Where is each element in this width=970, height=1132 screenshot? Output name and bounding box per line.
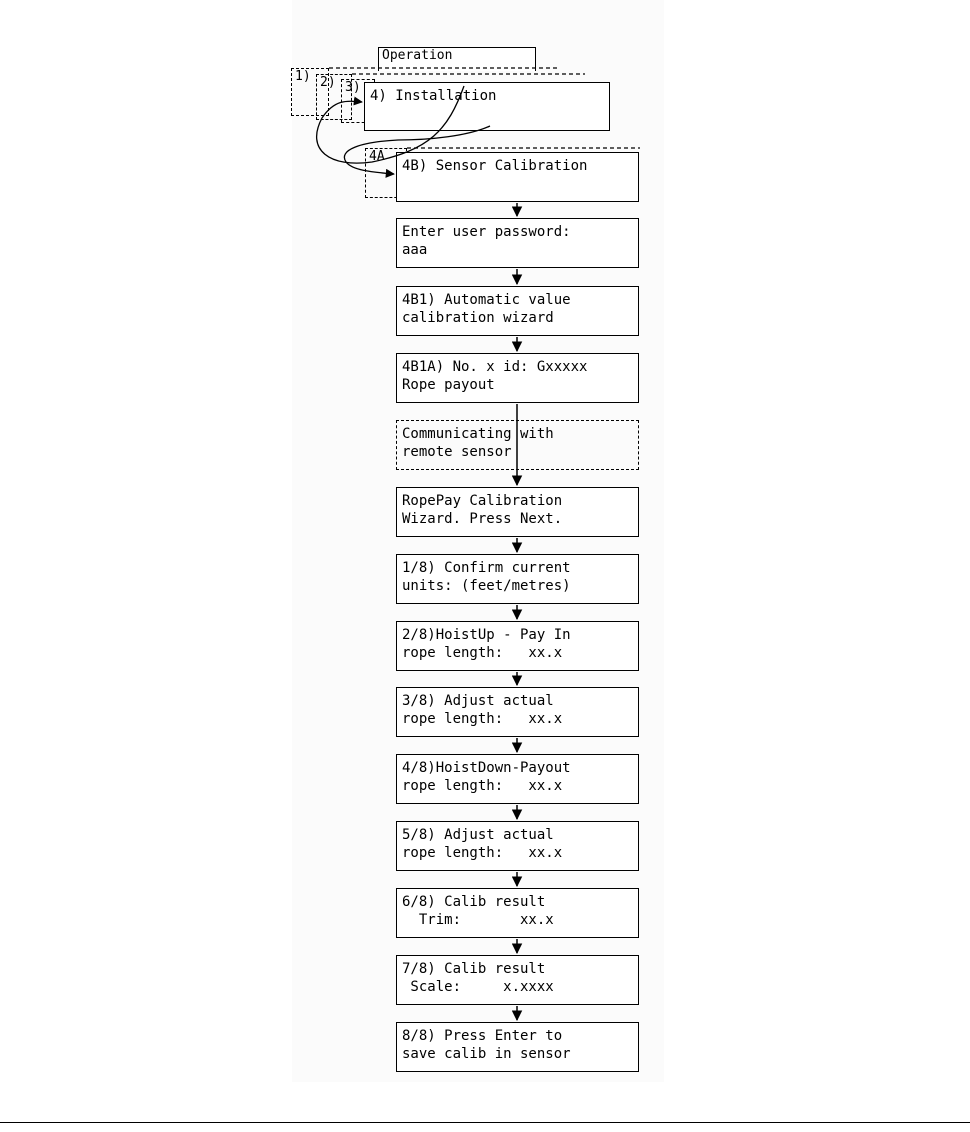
step-4b1a-line1: 4B1A) No. x id: Gxxxxx [402, 359, 588, 375]
step-password-line1: Enter user password: [402, 224, 571, 240]
step-8-of-8-line2: save calib in sensor [402, 1046, 571, 1062]
step-7-of-8-line1: 7/8) Calib result [402, 961, 546, 977]
step-4-of-8-line2: rope length: xx.x [402, 778, 563, 794]
step-password-line2: aaa [402, 242, 428, 258]
step-6-of-8-line2: Trim: xx.x [402, 912, 554, 928]
step-5-of-8-line2: rope length: xx.x [402, 845, 563, 861]
step-3-of-8: 3/8) Adjust actual rope length: xx.x [396, 687, 639, 737]
step-4b1a-line2: Rope payout [402, 377, 495, 393]
curve-connector-1 [316, 85, 465, 164]
menu-operation: Operation [378, 47, 536, 71]
bottom-rule [0, 1122, 970, 1123]
step-6-of-8: 6/8) Calib result Trim: xx.x [396, 888, 639, 938]
menu-installation-label: 4) Installation [370, 88, 497, 104]
step-wizard-intro-line1: RopePay Calibration [402, 493, 563, 509]
menu-stub-1: 1) [291, 68, 329, 116]
step-4b1-line2: calibration wizard [402, 310, 554, 326]
curve-connector-2 [343, 125, 491, 178]
step-4b1-line1: 4B1) Automatic value [402, 292, 571, 308]
step-1-of-8-line2: units: (feet/metres) [402, 578, 571, 594]
step-7-of-8-line2: Scale: x.xxxx [402, 979, 554, 995]
step-2-of-8-line1: 2/8)HoistUp - Pay In [402, 627, 571, 643]
step-wizard-intro-line2: Wizard. Press Next. [402, 511, 563, 527]
step-communicating-line2: remote sensor [402, 444, 512, 460]
menu-stub-2: 2) [316, 74, 352, 120]
menu-installation: 4) Installation [364, 82, 610, 131]
menu-stub-1-label: 1) [295, 69, 311, 84]
menu-stub-3-label: 3) [345, 80, 361, 95]
step-4b1: 4B1) Automatic value calibration wizard [396, 286, 639, 336]
step-password: Enter user password: aaa [396, 218, 639, 268]
step-8-of-8: 8/8) Press Enter to save calib in sensor [396, 1022, 639, 1072]
step-4-of-8-line1: 4/8)HoistDown-Payout [402, 760, 571, 776]
menu-sensor-calibration-label: 4B) Sensor Calibration [402, 158, 588, 174]
step-5-of-8: 5/8) Adjust actual rope length: xx.x [396, 821, 639, 871]
menu-sensor-calibration: 4B) Sensor Calibration [396, 152, 639, 202]
step-1-of-8: 1/8) Confirm current units: (feet/metres) [396, 554, 639, 604]
step-1-of-8-line1: 1/8) Confirm current [402, 560, 571, 576]
step-5-of-8-line1: 5/8) Adjust actual [402, 827, 554, 843]
menu-stub-2-label: 2) [320, 75, 336, 90]
step-2-of-8: 2/8)HoistUp - Pay In rope length: xx.x [396, 621, 639, 671]
menu-operation-label: Operation [382, 48, 453, 63]
step-communicating-line1: Communicating with [402, 426, 554, 442]
step-3-of-8-line2: rope length: xx.x [402, 711, 563, 727]
step-6-of-8-line1: 6/8) Calib result [402, 894, 546, 910]
step-2-of-8-line2: rope length: xx.x [402, 645, 563, 661]
step-4-of-8: 4/8)HoistDown-Payout rope length: xx.x [396, 754, 639, 804]
step-3-of-8-line1: 3/8) Adjust actual [402, 693, 554, 709]
step-7-of-8: 7/8) Calib result Scale: x.xxxx [396, 955, 639, 1005]
step-8-of-8-line1: 8/8) Press Enter to [402, 1028, 563, 1044]
